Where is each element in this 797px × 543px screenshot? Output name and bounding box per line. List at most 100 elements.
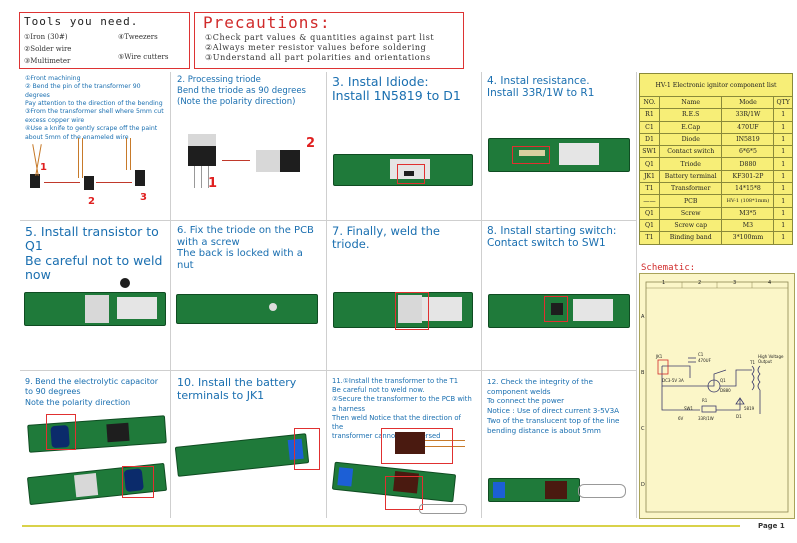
highlight-t1 [385, 476, 423, 510]
table-cell: Screw cap [658, 218, 723, 233]
tool-multimeter: ③Multimeter [24, 57, 71, 65]
table-cell: 6*6*5 [721, 145, 775, 159]
step-10-caption: 10. Install the battery terminals to JK1 [177, 376, 297, 402]
precaution-line: ②Always meter resistor values before sol… [205, 43, 427, 52]
table-cell: 1 [773, 218, 793, 233]
table-cell: 1 [773, 145, 793, 159]
page-number: Page 1 [758, 522, 785, 530]
table-cell: D880 [721, 157, 775, 171]
schematic-diagram: 1 2 3 4 A B C D C1 470UF R1 33R/1W D1 Q1… [639, 273, 795, 519]
step-9-panel: 9. Bend the electrolytic capacitor to 90… [22, 374, 170, 520]
triode-bent-image [280, 150, 300, 172]
step-1-caption: ①Front machining ② Bend the pin of the t… [25, 75, 164, 141]
schematic-part-label: D1 [736, 414, 742, 419]
schematic-part-label: SW1 [684, 406, 694, 411]
table-cell: E.Cap [658, 120, 723, 134]
schematic-title: Schematic: [641, 263, 696, 273]
footer-line [22, 525, 740, 527]
pcb-image [333, 154, 473, 186]
table-cell: 3*100mm [721, 231, 775, 245]
step-6-caption: 6. Fix the triode on the PCB with a scre… [177, 225, 314, 271]
table-cell: Q1 [639, 218, 660, 233]
step-5-caption: 5. Install transistor to Q1 Be careful n… [25, 224, 163, 283]
highlight-d1 [397, 164, 425, 184]
schematic-row-label: A [641, 314, 645, 320]
header-mode: Mode [721, 95, 775, 110]
table-header-row: NO. Name Mode QTY [639, 95, 793, 110]
step-12-panel: 12. Check the integrity of the component… [484, 374, 632, 520]
schematic-part-label: T1 [750, 360, 755, 365]
step-6-panel: 6. Fix the triode on the PCB with a scre… [174, 222, 322, 368]
step-1-panel: ①Front machining ② Bend the pin of the t… [22, 72, 170, 218]
table-cell: 1 [773, 206, 793, 220]
table-cell: M3 [721, 218, 775, 233]
table-cell: 1 [773, 108, 793, 122]
step-11-panel: 11.①Install the transformer to the T1 Be… [329, 374, 477, 520]
tools-box: Tools you need. ①Iron (30#) ②Solder wire… [19, 12, 190, 69]
table-cell: Contact switch [658, 145, 723, 159]
schematic-col-label: 1 [662, 280, 666, 286]
table-cell: 1 [773, 231, 793, 245]
header-no: NO. [639, 95, 660, 110]
schematic-row-label: B [641, 370, 645, 376]
schematic-svg [645, 281, 789, 513]
transformer-image [135, 170, 145, 186]
header-qty: QTY [773, 95, 793, 110]
highlight-r1 [512, 146, 550, 164]
step-5-panel: 5. Install transistor to Q1 Be careful n… [22, 222, 170, 368]
table-cell: T1 [639, 231, 660, 245]
step-2-caption: 2. Processing triode Bend the triode as … [177, 75, 306, 108]
label-1: 1 [40, 162, 47, 173]
schematic-part-label: 5819 [744, 406, 755, 411]
pcb-image [176, 294, 318, 324]
table-cell: T1 [639, 182, 660, 196]
label-2: 2 [306, 136, 316, 151]
table-cell: 1 [773, 157, 793, 171]
table-cell: 1 [773, 132, 793, 147]
triode-image [188, 134, 216, 148]
schematic-part-label: D880 [720, 388, 731, 393]
table-cell: M3*5 [721, 206, 775, 220]
table-cell: 1 [773, 194, 793, 208]
step-12-caption: 12. Check the integrity of the component… [487, 377, 620, 435]
step-9-caption: 9. Bend the electrolytic capacitor to 90… [25, 377, 159, 407]
table-cell: D1 [639, 132, 660, 147]
schematic-part-label: C1 [698, 352, 704, 357]
transformer-image [30, 174, 40, 188]
transformer-image [395, 432, 425, 454]
table-cell: KF301-2P [721, 169, 775, 184]
schematic-col-label: 3 [733, 280, 737, 286]
table-cell: JK1 [639, 169, 660, 184]
schematic-row-label: C [641, 426, 645, 432]
triode-bent-image [256, 150, 282, 172]
table-cell: Screw [658, 206, 723, 220]
triode-image [188, 146, 216, 166]
label-1: 1 [208, 176, 218, 191]
table-cell: 33R/1W [721, 108, 775, 122]
highlight-t1 [381, 428, 453, 464]
step-10-panel: 10. Install the battery terminals to JK1 [174, 374, 322, 520]
component-table: HV-1 Electronic ignitor component list N… [639, 73, 793, 245]
tool-solder-wire: ②Solder wire [24, 45, 72, 53]
table-cell: 1 [773, 169, 793, 184]
label-3: 3 [140, 192, 147, 203]
table-cell: Q1 [639, 157, 660, 171]
schematic-part-label: High Voltage Output [758, 354, 784, 364]
table-cell: HV-1 (108*1mm) [721, 194, 775, 208]
schematic-part-label: 6V [678, 416, 684, 421]
step-3-panel: 3. Instal Idiode: Install 1N5819 to D1 [329, 72, 477, 218]
schematic-part-label: Q1 [720, 378, 726, 383]
precaution-line: ③Understand all part polarities and orie… [205, 53, 431, 62]
label-2: 2 [88, 196, 95, 207]
pcb-image [488, 478, 580, 502]
tool-iron: ①Iron (30#) [24, 33, 68, 41]
table-cell: Battery terminal [658, 169, 723, 184]
pcb-image [488, 138, 630, 172]
step-4-caption: 4. Instal resistance. Install 33R/1W to … [487, 75, 595, 100]
table-cell: 1 [773, 182, 793, 196]
